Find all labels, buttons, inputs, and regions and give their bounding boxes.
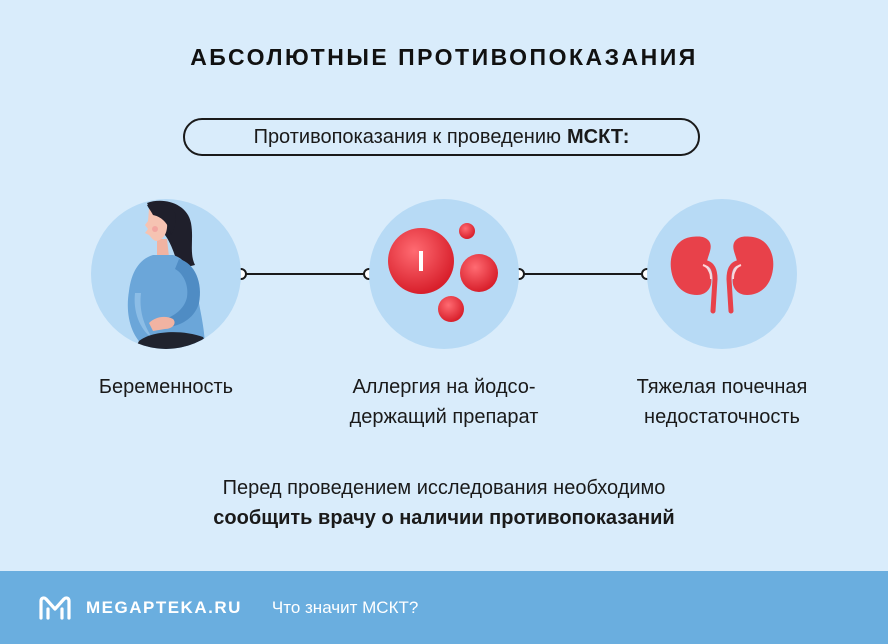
pregnancy-circle [91,199,241,349]
brand-link[interactable]: MEGAPTEKA.RU [86,597,242,617]
label-line: недостаточность [644,406,800,428]
item-label-kidney: Тяжелая почечная недостаточность [592,372,852,432]
pill-bold-text: МСКТ: [567,125,630,148]
pill-text: Противопоказания к проведению [253,125,562,148]
footer-subtitle: Что значит МСКТ? [271,597,419,617]
pregnant-woman-icon [127,200,209,349]
footer-bar: MEGAPTEKA.RU Что значит МСКТ? [0,571,888,644]
subtitle-pill: Противопоказания к проведению МСКТ: [183,118,700,156]
item-label-pregnancy: Беременность [36,372,296,402]
item-label-allergy: Аллергия на йодсо- держащий препарат [314,372,574,432]
bottom-note: Перед проведением исследования необходим… [0,473,888,533]
label-line: Аллергия на йодсо- [352,376,536,398]
kidney-circle [647,199,797,349]
label-line: Беременность [98,376,234,398]
label-line: Тяжелая почечная [636,376,808,398]
allergy-circle [369,199,519,349]
kidneys-icon [670,236,774,314]
note-line-bold: сообщить врачу о наличии противопоказани… [213,507,675,529]
allergy-pills-icon [388,223,498,322]
note-line: Перед проведением исследования необходим… [222,477,666,499]
megapteka-logo-icon[interactable] [38,595,72,621]
label-line: держащий препарат [349,406,539,428]
page-title: АБСОЛЮТНЫЕ ПРОТИВОПОКАЗАНИЯ [190,44,698,70]
